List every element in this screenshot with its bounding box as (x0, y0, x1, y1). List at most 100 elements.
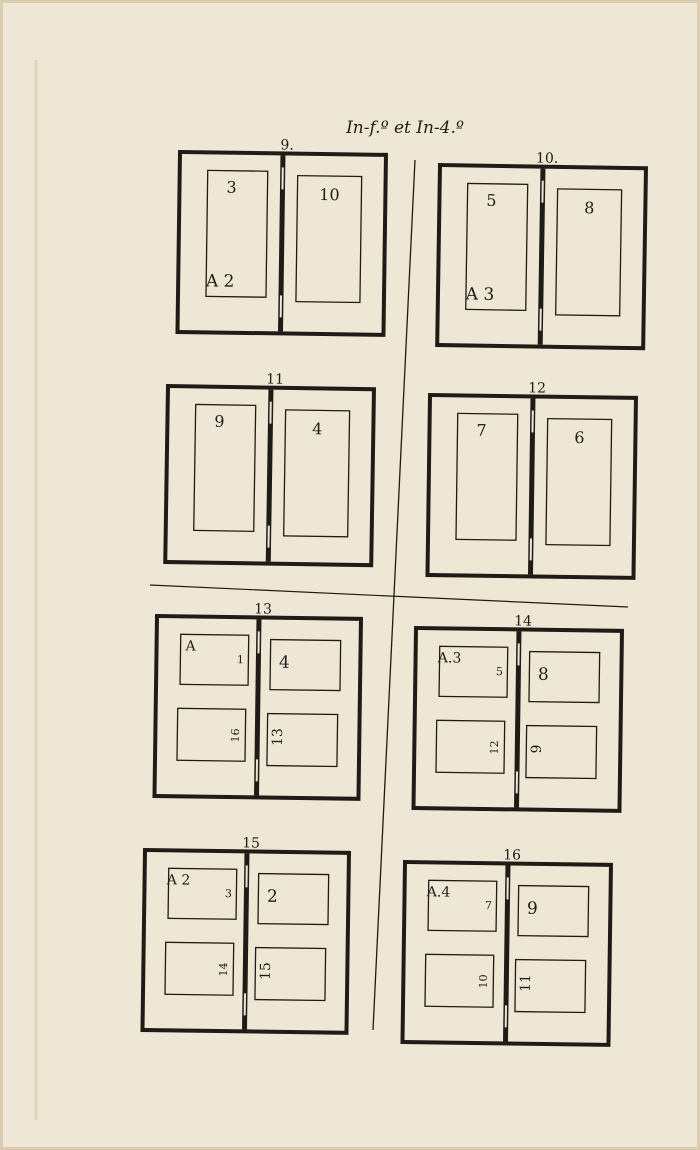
page-number: 15 (258, 962, 274, 980)
spine-hinge (531, 410, 534, 433)
signature-mark: A.4 (426, 884, 451, 900)
page-box (176, 707, 247, 762)
page-box (266, 712, 339, 768)
page-number: 9 (527, 899, 538, 919)
page-box (525, 724, 598, 780)
header-title: In-f.º et In-4.º (345, 118, 464, 138)
spine-hinge (245, 865, 248, 888)
plate-spine (242, 853, 250, 1030)
plate-spine (503, 865, 511, 1042)
signature-mark: A.3 (437, 650, 462, 666)
plate-number: 13 (254, 601, 272, 617)
plate-frame (163, 383, 377, 568)
spine-hinge (255, 759, 259, 782)
vertical-divider (372, 159, 416, 1031)
spine-hinge (517, 643, 520, 666)
plate-frame (411, 625, 625, 813)
page-box (295, 174, 363, 304)
plate-10: 10.5A 38 (435, 151, 649, 351)
page-number: 11 (518, 974, 534, 992)
page-box (164, 941, 235, 996)
page-number: 5 (496, 665, 503, 678)
page-box (555, 188, 623, 317)
page-box (455, 412, 519, 541)
page-number: 7 (476, 421, 486, 440)
page-number: 5 (486, 191, 496, 210)
plate-spine (278, 155, 286, 332)
plate-frame (152, 613, 364, 801)
page-number: 9 (214, 412, 224, 431)
spine-hinge (281, 167, 284, 190)
plate-11: 11 9 4 (163, 372, 377, 568)
page-box (517, 884, 590, 938)
plate-number: 14 (514, 613, 532, 629)
plate-number: 12 (528, 380, 546, 396)
horizontal-divider (149, 584, 629, 608)
plate-14: 14 5 A.3 8 12 9 (411, 613, 625, 813)
signature-mark: A 2 (205, 271, 235, 291)
plate-number: 11 (266, 372, 284, 388)
page-number: 16 (229, 728, 242, 742)
page-box (465, 182, 529, 312)
page-box (283, 409, 351, 538)
plate-number: 15 (242, 835, 260, 851)
spine-hinge (257, 631, 260, 654)
page-number: 7 (485, 899, 492, 912)
plate-spine (537, 168, 546, 345)
page-number: 6 (574, 428, 584, 447)
spine-hinge (539, 308, 542, 331)
page-box (545, 417, 613, 547)
page-number: 10 (477, 974, 490, 988)
signature-mark: A 2 (166, 872, 191, 888)
spine-hinge (515, 771, 519, 794)
spine-hinge (279, 295, 283, 318)
page-box (167, 867, 238, 920)
plate-spine (265, 389, 274, 562)
page-box (257, 872, 330, 926)
page-number: 4 (312, 419, 322, 438)
plate-16: 16 7 A.4 9 10 11 (400, 847, 614, 1047)
plate-spine (514, 631, 522, 808)
page-box (269, 638, 342, 692)
plate-frame (435, 162, 649, 351)
plate-frame (425, 392, 639, 580)
plate-number: 10. (536, 151, 559, 167)
page-box (427, 879, 498, 932)
plate-spine (528, 398, 536, 575)
plate-frame (140, 847, 352, 1035)
page-box (193, 403, 257, 533)
plate-number: 16 (503, 847, 521, 863)
page-box (254, 946, 327, 1002)
page-box (205, 169, 269, 298)
page-box (435, 719, 506, 774)
page-box (424, 953, 495, 1008)
page-number: 8 (538, 665, 549, 685)
page-box (514, 958, 587, 1014)
page-number: 4 (279, 653, 290, 673)
spine-hinge (506, 877, 509, 900)
page-number: 14 (217, 962, 230, 976)
spine-hinge (267, 525, 270, 548)
spine-hinge (541, 180, 544, 203)
page-number: 2 (267, 887, 278, 907)
page-number: 9 (529, 744, 545, 753)
page-number: 12 (488, 740, 501, 754)
spine-hinge (243, 993, 247, 1016)
plate-number: 9. (280, 137, 294, 153)
spine-hinge (269, 401, 272, 424)
page-number: 13 (270, 728, 286, 746)
page-number: 10 (319, 185, 340, 204)
plate-spine (254, 619, 262, 796)
plate-9: 9. 3 A 2 10 (175, 137, 389, 337)
page-box (179, 633, 250, 686)
plate-frame (175, 149, 389, 337)
spine-hinge (504, 1005, 508, 1028)
page-number: 3 (226, 178, 236, 197)
plate-12: 12 7 6 (425, 380, 639, 580)
page-box (528, 650, 601, 704)
